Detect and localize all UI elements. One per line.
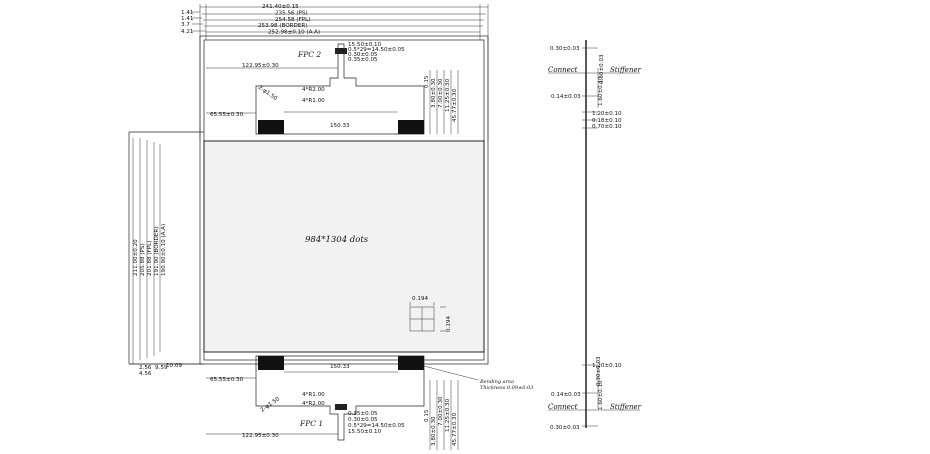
fpc1-pad-offset: 65.55±0.30 bbox=[210, 377, 244, 383]
side-top-dim-5: 0.18±0.10 bbox=[592, 118, 622, 124]
side-top-dim-2: 0.14±0.03 bbox=[551, 94, 581, 100]
bottom-offset-4: 10.09 bbox=[166, 363, 182, 369]
side-top-dim-1: 0.30±0.03 bbox=[599, 54, 605, 84]
fpc2-dim-4: 0.35±0.05 bbox=[348, 57, 378, 63]
pixel-pitch-vertical: 0.194 bbox=[446, 316, 452, 332]
side-top-dim-6: 0.70±0.10 bbox=[592, 124, 622, 130]
side-top-dim-3: 1.60±0.10 bbox=[598, 76, 604, 106]
dim-border-height: 191.90 (BORDER) bbox=[154, 227, 160, 276]
fpc1-vdim-2: 3.80±0.30 bbox=[431, 416, 437, 446]
side-top-thickness: 0.30±0.03 bbox=[550, 46, 580, 52]
fpc2-corner-r1: 4*R1.00 bbox=[302, 98, 325, 104]
fpc1-offset: 122.95±0.30 bbox=[242, 433, 279, 439]
fpc2-label: FPC 2 bbox=[297, 50, 321, 59]
bottom-offset-1: 2.56 bbox=[139, 365, 152, 371]
dim-overall-width: 241.40±0.15 bbox=[262, 4, 299, 10]
dim-fpl-height: 201.88 (FPL) bbox=[147, 241, 153, 276]
fpc1-radius: 2-φ1.50 bbox=[260, 396, 282, 414]
left-dimension-lines bbox=[129, 138, 200, 365]
fpc2-vdim-3: 7.00±0.30 bbox=[438, 78, 444, 108]
fpc2-offset: 122.95±0.30 bbox=[242, 63, 279, 69]
top-offset-1: 1.41 bbox=[181, 10, 194, 16]
side-bottom-stiffener-label: Stiffener bbox=[610, 403, 642, 411]
side-bottom-dim-4: 1.60±0.10 bbox=[598, 380, 604, 410]
fpc2-radius: 2-φ1.50 bbox=[257, 85, 279, 103]
side-bottom-dim-1: 1.20±0.10 bbox=[592, 363, 622, 369]
pixel-pitch-horizontal: 0.194 bbox=[412, 296, 428, 302]
fpc1-dim-4: 15.50±0.10 bbox=[348, 429, 382, 435]
top-offset-2: 1.41 bbox=[181, 16, 194, 22]
dim-border-width: 253.98 (BORDER) bbox=[258, 23, 307, 29]
side-bottom-dim-3: 0.14±0.03 bbox=[551, 392, 581, 398]
fpc2-vdim-1: 0.15 bbox=[424, 75, 430, 88]
fpc1-vdim-5: 45.77±0.30 bbox=[452, 412, 458, 446]
side-bottom-thickness: 0.30±0.03 bbox=[550, 425, 580, 431]
fpc2-outline bbox=[255, 43, 425, 135]
fpc2-corner-r2: 4*R2.00 bbox=[302, 87, 325, 93]
fpc2-pad-offset: 65.55±0.30 bbox=[210, 112, 244, 118]
side-bottom-dim-2: 0.30±0.03 bbox=[596, 356, 602, 386]
fpc2-vdim-5: 45.77±0.30 bbox=[452, 88, 458, 122]
fpc2-vertical-dims bbox=[429, 70, 459, 134]
fpc1-corner-r1: 4*R1.00 bbox=[302, 392, 325, 398]
bottom-offset-3: 9.59 bbox=[155, 365, 168, 371]
fpc2-pad-span: 150.33 bbox=[330, 123, 350, 129]
fpc1-dim-3: 0.5*29=14.50±0.05 bbox=[348, 423, 405, 429]
side-bottom-connect-label: Connect bbox=[548, 403, 578, 411]
fpc1-vdim-3: 7.00±0.30 bbox=[438, 396, 444, 426]
fpc1-vdim-1: 0.15 bbox=[424, 409, 430, 422]
fpc2-vdim-2: 3.80±0.30 bbox=[431, 78, 437, 108]
side-top-dim-4: 1.20±0.10 bbox=[592, 111, 622, 117]
fpc1-label: FPC 1 bbox=[299, 419, 323, 428]
fpc2-vdim-4: 11.25±0.30 bbox=[445, 78, 451, 112]
pixel-pitch-detail bbox=[409, 302, 446, 332]
fpc1-outline bbox=[255, 355, 425, 441]
bending-thickness-label: Thickness 0.09±0.03 bbox=[480, 385, 533, 391]
bending-area-label: Bending area bbox=[479, 379, 514, 385]
fpc1-dim-2: 0.30±0.05 bbox=[348, 417, 378, 423]
dim-overall-height: 211.00±0.20 bbox=[133, 239, 139, 276]
fpc1-corner-r2: 4*R2.00 bbox=[302, 401, 325, 407]
side-top-connect-label: Connect bbox=[548, 66, 578, 74]
fpc1-dim-1: 0.35±0.05 bbox=[348, 411, 378, 417]
panel-resolution-label: 984*1304 dots bbox=[305, 235, 369, 245]
dim-fpl-width: 254.58 (FPL) bbox=[275, 17, 310, 23]
fpc2-dim-1: 15.50±0.10 bbox=[348, 42, 382, 48]
dim-ps-width: 235.56 (PS) bbox=[275, 11, 308, 17]
top-offset-3: 3.7 bbox=[181, 22, 190, 28]
active-area bbox=[203, 140, 485, 353]
bottom-offset-2: 4.56 bbox=[139, 371, 152, 377]
top-offset-4: 4.21 bbox=[181, 29, 194, 35]
top-offset-ticks bbox=[192, 11, 206, 32]
dim-aa-width: 252.98±0.10 (A.A) bbox=[268, 30, 320, 36]
fpc1-pad-span: 150.33 bbox=[330, 364, 350, 370]
fpc1-vertical-dims bbox=[429, 380, 459, 450]
fpc1-vdim-4: 11.25±0.30 bbox=[445, 398, 451, 432]
side-top-stiffener-label: Stiffener bbox=[610, 66, 642, 74]
fpc2-dim-2: 0.5*29=14.50±0.05 bbox=[348, 47, 405, 53]
fpc2-dim-3: 0.30±0.05 bbox=[348, 52, 378, 58]
dim-ps-height: 205.88 (PS) bbox=[140, 243, 146, 276]
side-view bbox=[548, 40, 640, 428]
dim-aa-height: 190.90±0.10 (A.A) bbox=[161, 224, 167, 276]
